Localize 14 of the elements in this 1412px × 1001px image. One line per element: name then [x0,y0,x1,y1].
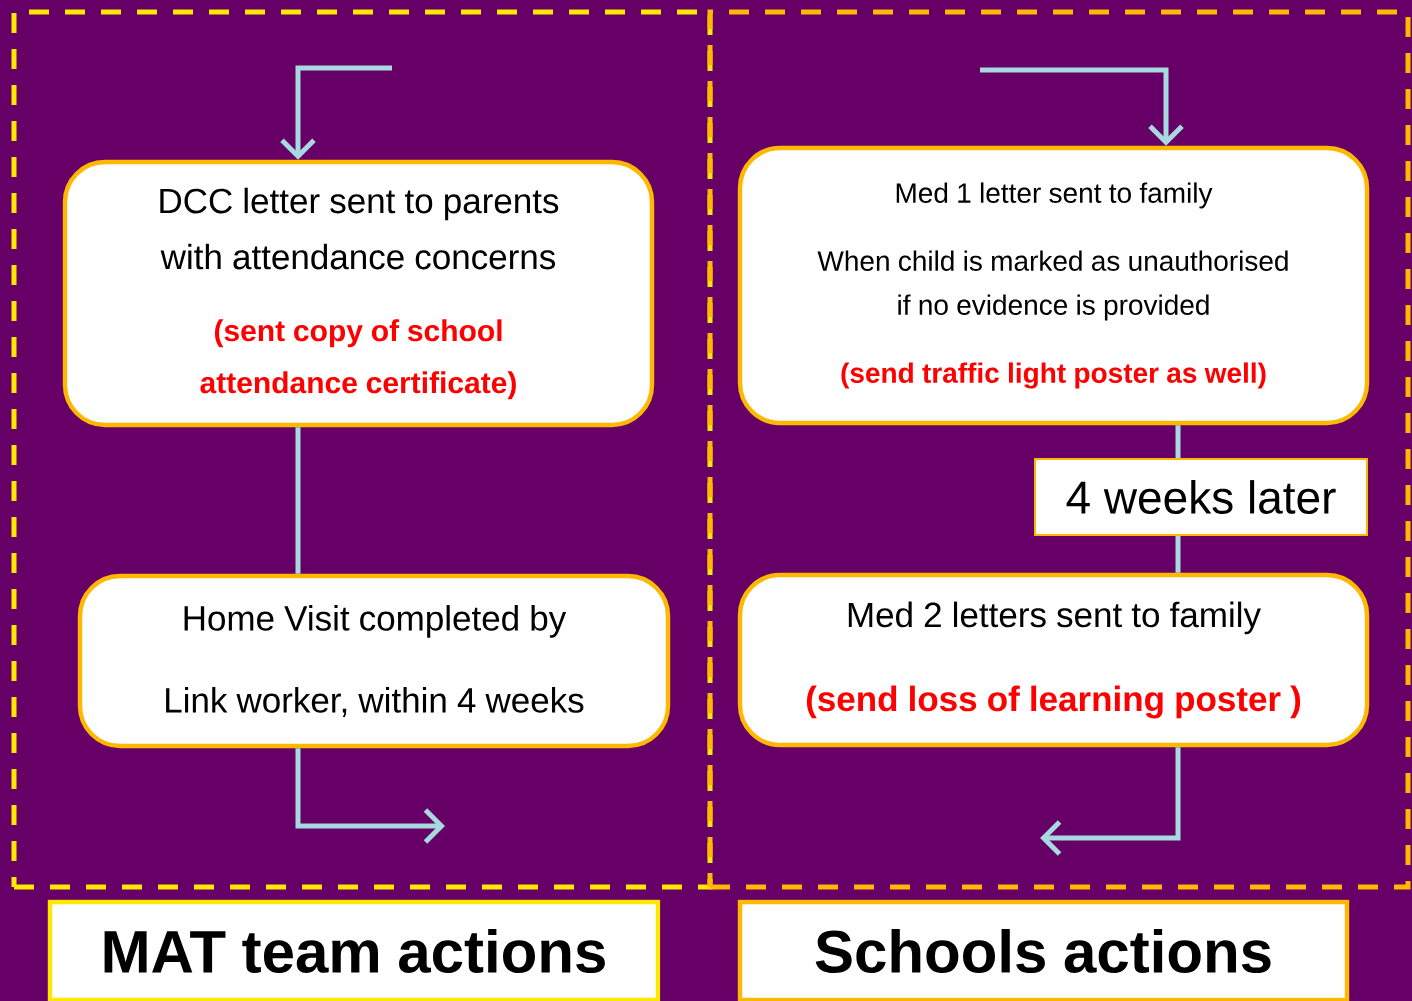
dashed-region [11,9,713,890]
process-box: Home Visit completed by Link worker, within 4 weeks [77,573,671,749]
arrow [1040,747,1181,856]
process-box: Med 2 letters sent to family (send loss of learning poster ) [737,572,1370,748]
connector-line [295,427,301,574]
title-box: MAT team actions [47,899,661,1001]
process-box: Med 1 letter sent to family When child is marked as unauthorised if no evidence is provided (send traffic light poster as well) [737,145,1370,426]
arrow [980,67,1184,146]
edge-label: 4 weeks later [1034,458,1368,536]
process-box: DCC letter sent to parents with attendance concerns (sent copy of school attendance certificate) [62,159,655,428]
arrow [295,748,445,844]
title-box: Schools actions [737,899,1350,1001]
dashed-region [707,9,1411,890]
arrow [280,65,392,160]
